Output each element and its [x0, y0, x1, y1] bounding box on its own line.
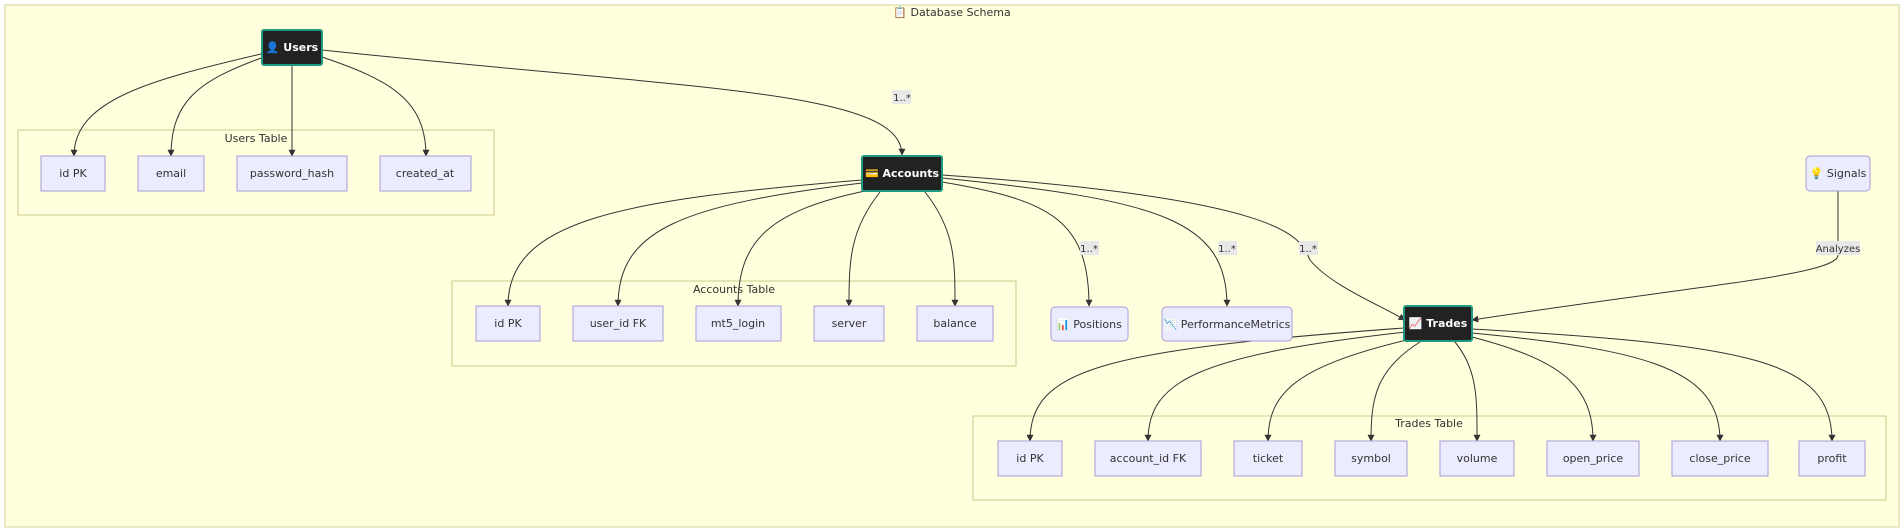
- trades-node-label: 📈 Trades: [1409, 317, 1468, 330]
- accounts-node-label: 💳 Accounts: [865, 167, 940, 180]
- users-field-password-hash: password_hash: [250, 167, 334, 180]
- trades-field-box[interactable]: [1233, 440, 1303, 477]
- edge-trades-ticket: [1264, 337, 1416, 442]
- edge-users-accounts: [321, 49, 906, 156]
- users-node-label: 👤 Users: [266, 41, 319, 54]
- edge-users-created: [321, 56, 430, 157]
- trades-field-volume: volume: [1457, 452, 1498, 465]
- trades-field-close-price: close_price: [1689, 452, 1750, 465]
- edge-trades-closeprice: [1471, 332, 1724, 442]
- accounts-node[interactable]: [861, 155, 943, 192]
- accounts-field-balance: balance: [933, 317, 977, 330]
- users-field-box[interactable]: [40, 155, 106, 192]
- edge-label-users-accounts: 1..*: [893, 93, 911, 104]
- edge-accounts-userid: [614, 182, 863, 307]
- accounts-field-box[interactable]: [916, 305, 994, 342]
- accounts-field-box[interactable]: [572, 305, 664, 342]
- trades-field-account-id: account_id FK: [1110, 452, 1187, 465]
- performance-metrics-node-label: 📉 PerformanceMetrics: [1164, 318, 1291, 331]
- edge-users-email: [167, 56, 265, 157]
- trades-field-symbol: symbol: [1351, 452, 1391, 465]
- users-field-email: email: [156, 167, 186, 180]
- signals-node-label: 💡 Signals: [1810, 167, 1867, 180]
- edge-trades-profit: [1471, 328, 1836, 442]
- edge-trades-symbol: [1367, 341, 1421, 442]
- edge-label-accounts-performance: 1..*: [1218, 244, 1236, 255]
- edge-label-bg: [1816, 241, 1860, 255]
- users-table-title: Users Table: [225, 132, 288, 145]
- edge-label-bg: [1299, 241, 1318, 255]
- positions-node-label: 📊 Positions: [1056, 318, 1122, 331]
- signals-node[interactable]: [1805, 155, 1871, 192]
- edge-accounts-mt5: [734, 189, 871, 307]
- edge-accounts-balance: [924, 191, 959, 307]
- accounts-field-mt5-login: mt5_login: [711, 317, 765, 330]
- edge-trades-accountid: [1144, 331, 1407, 442]
- edge-label-accounts-positions: 1..*: [1080, 244, 1098, 255]
- accounts-field-user-id: user_id FK: [590, 317, 647, 330]
- edge-label-bg: [1218, 241, 1237, 255]
- trades-field-box[interactable]: [1094, 440, 1202, 477]
- users-field-created-at: created_at: [396, 167, 455, 180]
- accounts-field-id: id PK: [494, 317, 522, 330]
- accounts-field-server: server: [832, 317, 867, 330]
- users-field-box[interactable]: [236, 155, 348, 192]
- trades-field-box[interactable]: [1798, 440, 1866, 477]
- performance-metrics-node[interactable]: [1161, 306, 1293, 342]
- users-field-box[interactable]: [379, 155, 472, 192]
- trades-node[interactable]: [1403, 305, 1473, 342]
- edge-trades-openprice: [1471, 336, 1597, 442]
- users-field-box[interactable]: [137, 155, 205, 192]
- trades-field-box[interactable]: [997, 440, 1063, 477]
- accounts-field-box[interactable]: [813, 305, 885, 342]
- accounts-table-title: Accounts Table: [693, 283, 775, 296]
- edge-label-accounts-trades: 1..*: [1299, 244, 1317, 255]
- edge-label-signals-trades: Analyzes: [1816, 244, 1861, 255]
- trades-field-box[interactable]: [1546, 440, 1640, 477]
- trades-table-title: Trades Table: [1394, 417, 1463, 430]
- positions-node[interactable]: [1050, 306, 1129, 342]
- edge-trades-volume: [1454, 341, 1481, 442]
- edge-signals-trades: [1471, 191, 1839, 323]
- trades-field-box[interactable]: [1439, 440, 1515, 477]
- trades-field-box[interactable]: [1334, 440, 1408, 477]
- users-node[interactable]: [261, 29, 323, 66]
- trades-field-id: id PK: [1016, 452, 1044, 465]
- accounts-field-box[interactable]: [695, 305, 782, 342]
- trades-field-box[interactable]: [1671, 440, 1769, 477]
- edge-accounts-positions: [941, 181, 1093, 307]
- accounts-field-box[interactable]: [475, 305, 541, 342]
- trades-field-ticket: ticket: [1253, 452, 1284, 465]
- diagram-title: 📋 Database Schema: [893, 6, 1010, 19]
- edge-accounts-performance: [941, 177, 1231, 307]
- trades-field-open-price: open_price: [1563, 452, 1624, 465]
- edge-label-bg: [892, 90, 911, 104]
- edge-label-bg: [1080, 241, 1099, 255]
- edge-accounts-id: [504, 179, 863, 307]
- edge-users-id: [70, 53, 262, 157]
- edge-accounts-server: [845, 191, 881, 307]
- users-field-id: id PK: [59, 167, 87, 180]
- trades-field-profit: profit: [1817, 452, 1847, 465]
